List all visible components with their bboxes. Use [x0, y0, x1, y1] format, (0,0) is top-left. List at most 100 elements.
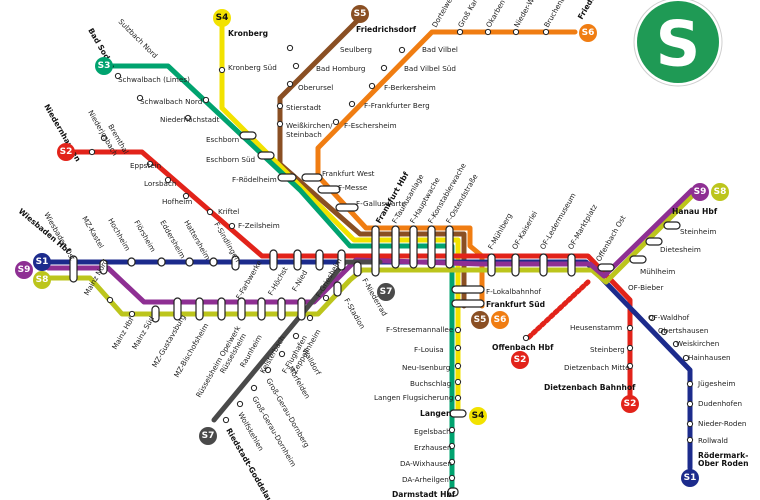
station-marker-eschborn[interactable]	[239, 131, 257, 140]
station-marker-eddersheim[interactable]	[185, 257, 194, 267]
label-eschborn-sued[interactable]: Eschborn Süd	[206, 155, 255, 164]
station-tick[interactable]	[184, 114, 192, 122]
station-tick[interactable]	[686, 436, 694, 444]
station-tick[interactable]	[626, 344, 634, 352]
station-marker-f-flughafen[interactable]	[297, 297, 306, 321]
station-marker-mz-bischofsheim[interactable]	[195, 297, 204, 321]
label-f-roedelheim[interactable]: F-Rödelheim	[232, 175, 277, 184]
label-oberursel[interactable]: Oberursel	[298, 83, 333, 92]
station-tick[interactable]	[454, 326, 462, 334]
station-tick[interactable]	[136, 94, 144, 102]
label-f-louisa[interactable]: F-Louisa	[414, 345, 444, 354]
station-marker-dietesheim[interactable]	[645, 237, 663, 246]
label-steinbach[interactable]: Steinbach	[286, 130, 322, 139]
label-f-frankfurter-berg[interactable]: F-Frankfurter Berg	[364, 101, 430, 110]
label-kriftel[interactable]: Kriftel	[218, 207, 239, 216]
station-marker-f-roedelheim[interactable]	[277, 173, 297, 182]
label-f-eschersheim[interactable]: F-Eschersheim	[344, 121, 397, 130]
badge-s9-east[interactable]: S9	[691, 183, 709, 201]
station-tick[interactable]	[332, 118, 340, 126]
station-marker-f-griesheim[interactable]	[337, 249, 346, 271]
station-marker-f-lokalbahnhof[interactable]	[451, 285, 485, 294]
label-langen[interactable]: Langen	[420, 409, 451, 418]
badge-s7-center[interactable]: S7	[377, 283, 395, 301]
label-neu-isenburg[interactable]: Neu-Isenburg	[402, 363, 450, 372]
label-eschborn[interactable]: Eschborn	[206, 135, 239, 144]
label-dietesheim[interactable]: Dietesheim	[660, 245, 701, 254]
station-tick[interactable]	[660, 328, 668, 336]
label-dortelweil[interactable]: Dortelweil	[430, 0, 456, 29]
label-friedrichsdorf[interactable]: Friedrichsdorf	[356, 25, 417, 34]
station-tick[interactable]	[454, 362, 462, 370]
label-f-stadion[interactable]: F-Stadion	[342, 297, 367, 331]
station-tick[interactable]	[648, 314, 656, 322]
station-tick[interactable]	[626, 362, 634, 370]
label-weiskirchen[interactable]: Weiskirchen	[676, 339, 719, 348]
station-marker-darmstadt-hbf[interactable]	[447, 487, 459, 497]
station-marker-f-west[interactable]	[301, 173, 323, 182]
station-tick[interactable]	[236, 400, 244, 408]
label-f-zeilsheim[interactable]: F-Zeilsheim	[238, 221, 280, 230]
station-tick[interactable]	[276, 102, 284, 110]
station-tick[interactable]	[278, 350, 286, 358]
label-friedberg[interactable]: Friedberg	[576, 0, 604, 21]
station-tick[interactable]	[264, 366, 272, 374]
label-da-wixhausen[interactable]: DA-Wixhausen	[400, 459, 452, 468]
station-tick[interactable]	[292, 62, 300, 70]
station-marker-of-marktplatz[interactable]	[567, 253, 576, 277]
badge-s4-south[interactable]: S4	[469, 407, 487, 425]
station-marker-hattersheim[interactable]	[209, 257, 218, 267]
label-bad-vilbel-sued[interactable]: Bad Vilbel Süd	[404, 64, 456, 73]
station-tick[interactable]	[398, 46, 406, 54]
label-stierstadt[interactable]: Stierstadt	[286, 103, 321, 112]
badge-s1-south[interactable]: S1	[681, 469, 699, 487]
badge-s4-north[interactable]: S4	[213, 9, 231, 27]
label-f-nied[interactable]: F-Nied	[290, 269, 309, 293]
station-tick[interactable]	[484, 28, 492, 36]
badge-s1-west[interactable]: S1	[33, 253, 51, 271]
station-marker-f-messe[interactable]	[317, 185, 341, 194]
station-tick[interactable]	[448, 458, 456, 466]
station-marker-f-hauptwache[interactable]	[409, 225, 418, 269]
station-tick[interactable]	[448, 474, 456, 482]
label-weisskirchen[interactable]: Weißkirchen/	[286, 121, 333, 130]
station-tick[interactable]	[522, 334, 530, 342]
badge-s6-south[interactable]: S6	[491, 311, 509, 329]
station-tick[interactable]	[686, 420, 694, 428]
station-tick[interactable]	[456, 28, 464, 36]
station-marker-of-kaiserlei[interactable]	[511, 253, 520, 277]
label-of-kaiserlei[interactable]: OF-Kaiserlei	[510, 209, 539, 251]
badge-s5-north[interactable]: S5	[351, 5, 369, 23]
badge-s2-dietzenbach[interactable]: S2	[621, 395, 639, 413]
label-bad-vilbel[interactable]: Bad Vilbel	[422, 45, 458, 54]
station-tick[interactable]	[228, 222, 236, 230]
station-tick[interactable]	[286, 80, 294, 88]
label-schwalbach-limes[interactable]: Schwalbach (Limes)	[118, 75, 190, 84]
label-f-stresemannallee[interactable]: F-Stresemannallee	[386, 325, 454, 334]
station-marker-floersheim[interactable]	[157, 257, 166, 267]
station-tick[interactable]	[348, 100, 356, 108]
badge-s5-south[interactable]: S5	[471, 311, 489, 329]
station-marker-f-muehlberg[interactable]	[487, 253, 496, 277]
station-tick[interactable]	[276, 120, 284, 128]
label-hanau-hbf[interactable]: Hanau Hbf	[672, 207, 718, 216]
station-tick[interactable]	[202, 96, 210, 104]
label-lorsbach[interactable]: Lorsbach	[144, 179, 176, 188]
station-marker-f-farbwerke[interactable]	[269, 249, 278, 271]
label-bruchenbruecken[interactable]: Bruchenbrücken	[542, 0, 579, 29]
label-of-waldhof[interactable]: OF-Waldhof	[648, 313, 690, 322]
label-niederhoechstadt[interactable]: Niederhöchstadt	[160, 115, 220, 124]
station-marker-f-nied[interactable]	[315, 249, 324, 271]
badge-s6-north[interactable]: S6	[579, 24, 597, 42]
label-gg-dornheim[interactable]: Groß-Gerau-Dornheim	[250, 395, 298, 469]
station-marker-f-stadion[interactable]	[333, 281, 342, 297]
station-tick[interactable]	[542, 28, 550, 36]
label-of-marktplatz[interactable]: OF-Marktplatz	[566, 203, 599, 251]
badge-s3-west[interactable]: S3	[95, 57, 113, 75]
label-bad-homburg[interactable]: Bad Homburg	[316, 64, 366, 73]
station-marker-mz-kastel[interactable]	[99, 259, 108, 275]
label-steinberg[interactable]: Steinberg	[590, 345, 625, 354]
station-tick[interactable]	[100, 134, 108, 142]
label-da-arheilgen[interactable]: DA-Arheilgen	[402, 475, 449, 484]
label-rollwald[interactable]: Rollwald	[698, 436, 728, 445]
